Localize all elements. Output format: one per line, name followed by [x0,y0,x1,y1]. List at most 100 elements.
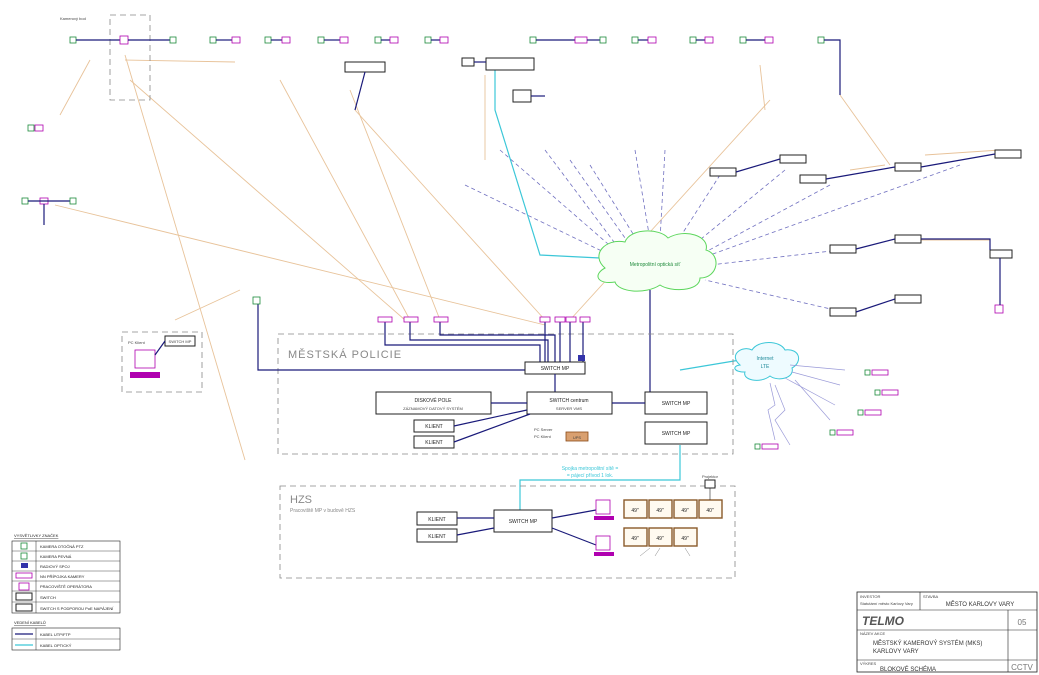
project-label: STAVBA [923,594,939,599]
monitor-label: 49" [681,536,689,542]
orange-link [124,54,246,461]
legend-item: KAMERA OTOČNÁ PTZ [40,544,84,549]
remote-switch-label: SWITCH MP [169,339,192,344]
orange-link [569,99,771,321]
switch-center-label: SWITCH centrum [549,398,588,404]
orange-link [839,94,891,166]
orange-link [759,64,766,111]
drawing-name: BLOKOVÉ SCHÉMA [880,666,936,673]
hzs-region-title: HZS [290,494,312,506]
police-camera-links [257,300,584,371]
legend-item: NN PŘÍPOJKA KAMERY [40,574,85,579]
link [551,509,597,519]
top-camera-nodes: Kamerový bod [60,16,841,111]
switch-right-label: SWITCH MP [662,401,691,407]
orange-link [924,149,1001,156]
metro-cloud: Metropolitní optická síť [597,230,717,292]
hzs-workstations [594,499,614,556]
remote-workstation-region [121,331,203,393]
internet-cloud: Internet LTE [734,342,800,381]
orange-link [129,79,406,321]
legend-lines-title: VEDENÍ KABELŮ [14,620,46,625]
link [551,527,597,546]
legend: VYSVĚTLIVKY ZNAČEK KAMERA OTOČNÁ PTZ KAM… [11,533,121,651]
remote-keyboard-icon [130,372,160,378]
orange-link [349,89,441,321]
remote-pc-label: PC Klient [128,340,146,345]
monitor-label: 49" [656,536,664,542]
link [456,527,495,536]
police-region [277,333,734,455]
legend-title: VYSVĚTLIVKY ZNAČEK [14,533,59,538]
monitor-label: 49" [631,536,639,542]
orange-link [279,79,411,321]
link [453,409,528,427]
orange-link [354,109,546,321]
police-region-title: MĚSTSKÁ POLICIE [288,348,402,361]
legend-item: SWITCH [40,595,56,600]
left-cameras [21,124,77,225]
client-hzs-box-2 [416,528,458,543]
link [154,340,166,356]
storage-sub-label: ZÁZNAMOVÝ DATOVÝ SYSTÉM [403,406,463,411]
projector-label: Projektor [702,474,719,479]
police-cameras [252,296,591,361]
radio-links [767,364,846,446]
doc-title-1: MĚSTSKÝ KAMEROVÝ SYSTÉM (MKS) [873,639,982,647]
internet-cloud-label-1: Internet [757,356,775,362]
doc-title-label: NÁZEV AKCE [860,631,885,636]
remote-monitor-icon [134,349,156,369]
orange-link [59,59,91,116]
client-label-1: KLIENT [425,424,443,430]
switch-hzs-label: SWITCH MP [509,519,538,525]
drawing-code: CCTV [1011,663,1033,672]
drawing-number: 05 [1018,618,1027,627]
monitor-label: 49" [631,508,639,514]
camera-point-label: Kamerový bod [60,16,86,21]
client-hzs-label-1: KLIENT [428,517,446,523]
legend-line: KABEL OPTICKÝ [40,643,72,648]
orange-link [54,204,546,326]
monitor-label: 40" [706,508,714,514]
metro-cloud-label: Metropolitní optická síť [630,262,681,268]
switch-hzs-bottom-box [644,421,708,445]
client-hzs-label-2: KLIENT [428,534,446,540]
orange-link [849,164,886,171]
pc-server-label: PC Server [534,427,553,432]
investor-label: INVESTOR [860,594,880,599]
storage-label: DISKOVÉ POLE [415,397,453,404]
orange-links [54,54,1001,461]
ups-label: UPS [573,435,582,440]
monitor-label: 49" [681,508,689,514]
optical-link-label-2: = pájecí přívod 1 lok. [567,473,613,479]
optical-link-label-1: Spojka metropolitní sítě = [562,466,619,472]
legend-item: KAMERA PEVNÁ [40,554,72,559]
monitor-wall: 49" 49" 49" 40" 49" 49" 49" Projektor [623,474,723,557]
legend-item: PRACOVIŠTĚ OPERÁTORA [40,584,92,589]
optical-link [494,70,601,259]
server-vms-label: SERVER VMS [556,406,582,411]
legend-item: SWITCH S PODPOROU PoE NAPÁJENÍ [40,606,114,611]
investor: Statutární město Karlovy Vary [860,601,913,606]
orange-link [174,289,241,321]
legend-item: RADIOVÝ SPOJ [40,564,70,569]
pc-client-label: PC Klient [534,434,552,439]
link [453,413,531,443]
client-label-2: KLIENT [425,440,443,446]
radial-links [464,149,961,311]
monitor-label: 49" [656,508,664,514]
project: MĚSTO KARLOVY VARY [946,600,1015,608]
drawing-label: VÝKRES [860,661,877,666]
optical-link [679,359,741,371]
optical-link [519,445,681,512]
switch-hzs-bottom-label: SWITCH MP [662,431,691,437]
title-block: INVESTOR Statutární město Karlovy Vary S… [856,591,1038,673]
top-left-camera-group [109,14,151,101]
internet-cloud-label-2: LTE [761,364,770,370]
ups-box [565,431,589,442]
orange-link [124,59,236,63]
lte-cameras [754,369,899,450]
doc-title-2: KARLOVY VARY [873,649,919,655]
legend-line: KABEL UTP/FTP [40,632,71,637]
